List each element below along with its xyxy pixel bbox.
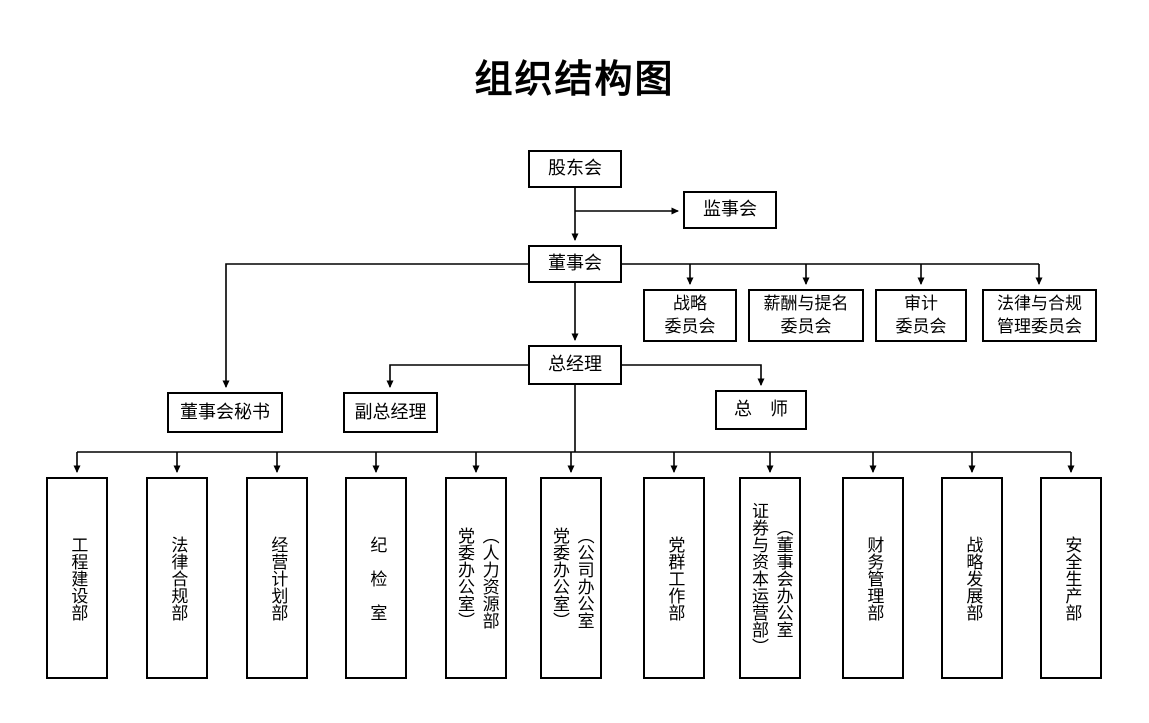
node-dept-legal-compliance: 法律合规部: [146, 477, 208, 679]
node-dept-party-mass-work: 党群工作部: [643, 477, 705, 679]
node-deputy-general-manager: 副总经理: [343, 392, 438, 433]
node-dept-safety-production: 安全生产部: [1040, 477, 1102, 679]
connector-board-secretary: [222, 263, 528, 388]
node-dept-operation-planning: 经营计划部: [246, 477, 308, 679]
chart-title: 组织结构图: [474, 59, 675, 101]
node-dept-financial-management: 财务管理部: [842, 477, 904, 679]
node-dept-discipline-inspection: 纪 检 室: [345, 477, 407, 679]
node-audit-committee: 审计 委员会: [875, 289, 967, 342]
node-board-of-directors: 董事会: [528, 245, 622, 283]
node-board-secretary: 董事会秘书: [167, 392, 283, 433]
node-dept-strategic-development: 战略发展部: [941, 477, 1003, 679]
node-supervisory-board: 监事会: [683, 191, 777, 229]
connector-gm-deputy: [386, 364, 528, 388]
node-dept-hr-party-committee-office: （人力资源部 党委办公室）: [445, 477, 507, 679]
node-general-manager: 总经理: [528, 345, 622, 385]
node-legal-compliance-committee: 法律与合规 管理委员会: [982, 289, 1097, 342]
node-shareholders: 股东会: [528, 150, 622, 188]
node-chief-engineer: 总 师: [715, 390, 807, 430]
connector-gm-chief: [622, 364, 765, 386]
node-compensation-nomination-committee: 薪酬与提名 委员会: [748, 289, 864, 342]
node-strategy-committee: 战略 委员会: [643, 289, 737, 342]
node-dept-company-party-committee-office: （公司办公室 党委办公室）: [540, 477, 602, 679]
node-dept-securities-capital-operation: （董事会办公室 证券与资本运营部）: [739, 477, 801, 679]
node-dept-engineering-construction: 工程建设部: [46, 477, 108, 679]
